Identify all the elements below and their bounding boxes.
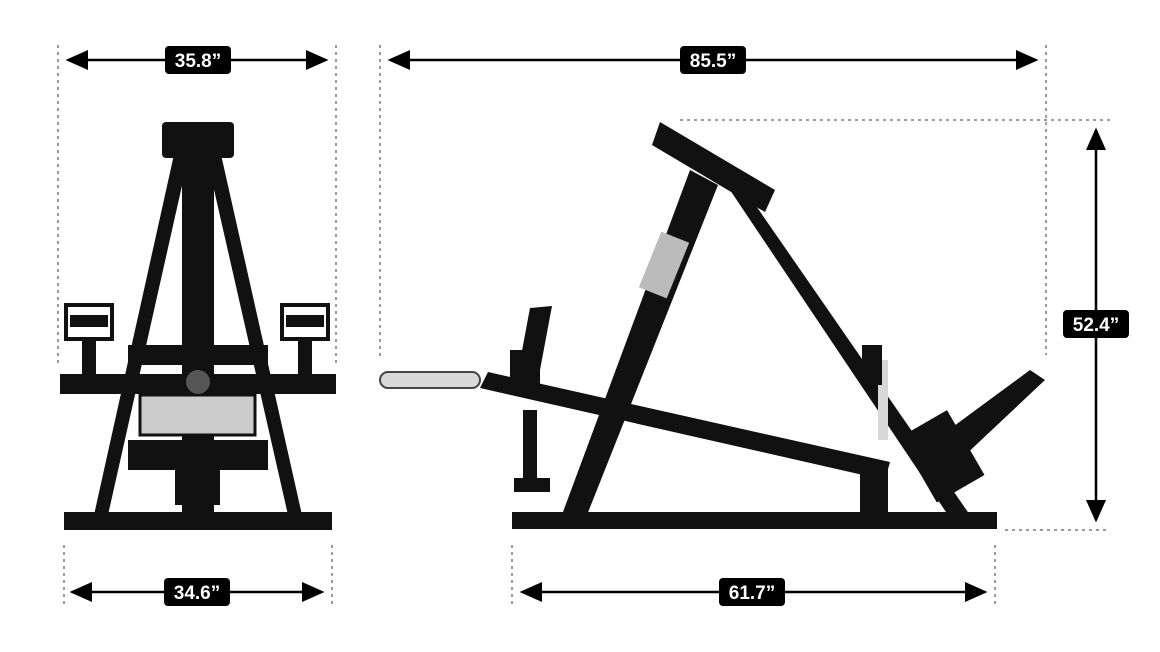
label-front-top-width: 35.8” [165, 46, 231, 74]
side-view-machine [379, 122, 1045, 529]
side-height-text: 52.4” [1073, 315, 1119, 336]
label-side-base-length: 61.7” [719, 578, 785, 606]
label-side-total-length: 85.5” [680, 46, 746, 74]
label-front-base-width: 34.6” [164, 578, 230, 606]
side-total-length-text: 85.5” [690, 51, 736, 72]
front-top-width-text: 35.8” [175, 51, 221, 72]
guide-lines [57, 45, 1110, 605]
front-view-machine [60, 122, 336, 530]
side-base-length-text: 61.7” [729, 583, 775, 604]
label-side-height: 52.4” [1063, 310, 1129, 338]
front-base-width-text: 34.6” [174, 583, 220, 604]
